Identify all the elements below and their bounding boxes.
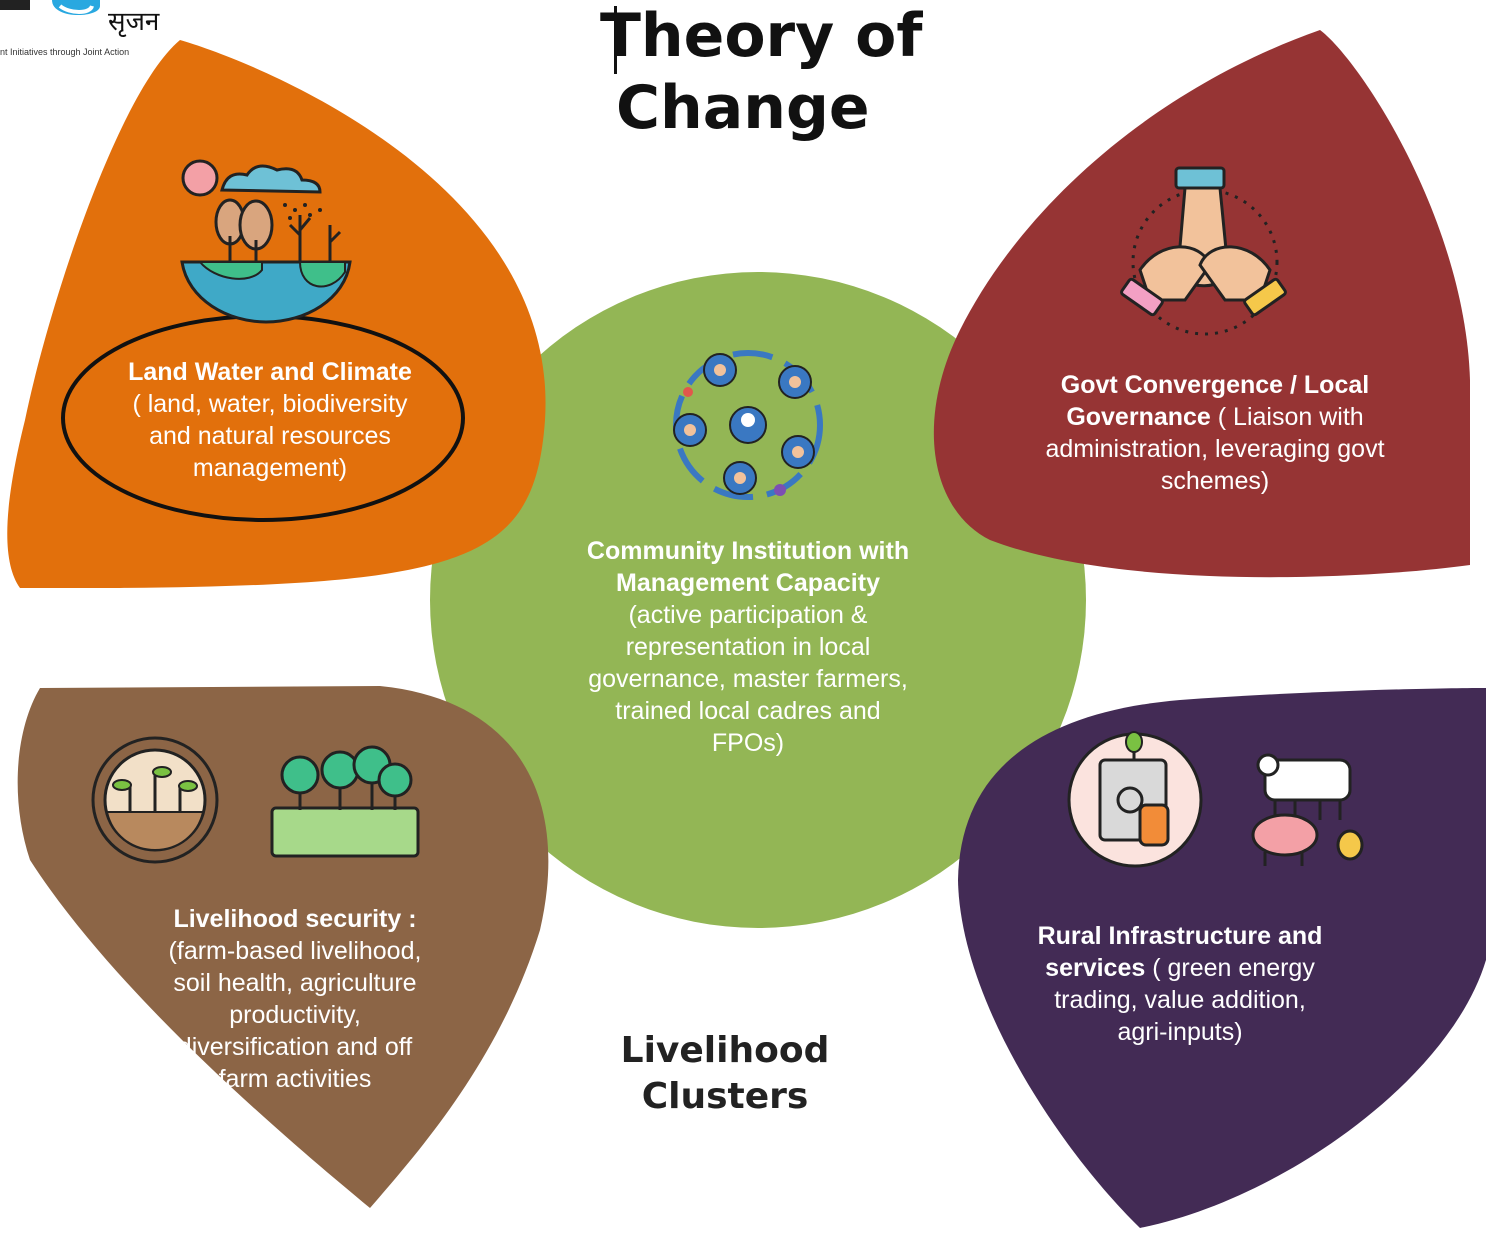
rural-petal-text: Rural Infrastructure and services ( gree… <box>1000 920 1360 1048</box>
livelihood-body-3: productivity, <box>229 1001 361 1029</box>
govt-body-2: schemes) <box>1160 467 1270 495</box>
rural-heading-2: services ( green energy <box>1045 954 1315 982</box>
livelihood-body-2: soil health, agriculture <box>173 969 417 997</box>
govt-petal-text: Govt Convergence / Local Governance ( Li… <box>1010 369 1420 497</box>
govt-heading-1: Govt Convergence / Local <box>1060 371 1370 399</box>
center-heading-2: Management Capacity <box>616 569 880 597</box>
community-network-icon <box>673 350 823 500</box>
center-body-1: (active participation & <box>628 601 868 629</box>
land-petal-text: Land Water and Climate ( land, water, bi… <box>90 356 450 484</box>
land-climate-icon <box>180 159 352 324</box>
center-circle <box>430 272 1086 928</box>
livelihood-clusters-label: Livelihood Clusters <box>600 1028 850 1120</box>
logo-name: सृजन <box>108 7 160 37</box>
center-body-2: representation in local <box>625 633 871 661</box>
land-heading: Land Water and Climate <box>128 358 412 386</box>
center-heading-1: Community Institution with <box>586 537 910 565</box>
logo-mark <box>0 0 100 16</box>
livelihood-body-5: farm activities <box>218 1065 372 1093</box>
title-line-1: Theory of <box>600 1 923 71</box>
rural-body-1: trading, value addition, <box>1054 986 1306 1014</box>
page-title: Theory of Change <box>600 0 960 144</box>
center-body-5: FPOs) <box>711 729 785 757</box>
clusters-line-2: Clusters <box>641 1076 809 1117</box>
land-body-1: ( land, water, biodiversity <box>132 390 408 418</box>
govt-body-1: administration, leveraging govt <box>1045 435 1385 463</box>
title-line-2: Change <box>616 73 870 143</box>
soil-cycle-icon <box>91 736 219 864</box>
center-body-4: trained local cadres and <box>615 697 881 725</box>
logo: सृजन nt Initiatives through Joint Action <box>0 0 210 62</box>
govt-heading-2: Governance ( Liaison with <box>1066 403 1364 431</box>
livestock-icon <box>1251 753 1364 866</box>
trees-on-land-icon <box>270 745 420 858</box>
livelihood-petal-text: Livelihood security : (farm-based liveli… <box>120 903 470 1095</box>
text-caret <box>614 6 617 74</box>
land-body-3: management) <box>192 454 348 482</box>
logo-tagline: nt Initiatives through Joint Action <box>0 47 130 57</box>
center-text: Community Institution with Management Ca… <box>548 535 948 759</box>
hands-together-icon <box>1120 166 1287 336</box>
livelihood-body-1: (farm-based livelihood, <box>168 937 422 965</box>
center-body-3: governance, master farmers, <box>588 665 908 693</box>
land-body-2: and natural resources <box>149 422 391 450</box>
livelihood-body-4: diversification and off <box>177 1033 413 1061</box>
storage-safe-icon <box>1067 731 1203 868</box>
petal-govt-convergence <box>933 30 1470 578</box>
clusters-line-1: Livelihood <box>620 1030 830 1071</box>
livelihood-heading: Livelihood security : <box>173 905 417 933</box>
rural-body-2: agri-inputs) <box>1117 1018 1243 1046</box>
rural-heading-1: Rural Infrastructure and <box>1037 922 1323 950</box>
